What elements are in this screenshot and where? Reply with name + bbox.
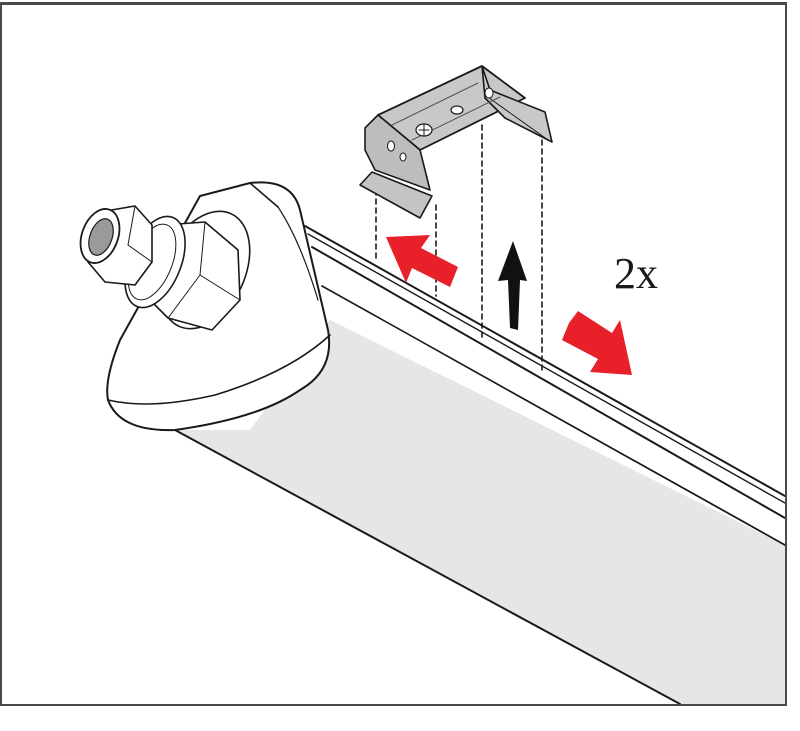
mounting-clip (359, 65, 553, 219)
guide-lines (375, 124, 543, 373)
quantity-multiplier-label: 2x (614, 249, 658, 298)
arrow-lift-up-icon (498, 241, 527, 330)
cable-gland (79, 205, 241, 331)
arrow-slide-right-icon (562, 311, 632, 375)
arrow-slide-left-icon (386, 235, 458, 287)
luminaire-body (174, 225, 785, 704)
